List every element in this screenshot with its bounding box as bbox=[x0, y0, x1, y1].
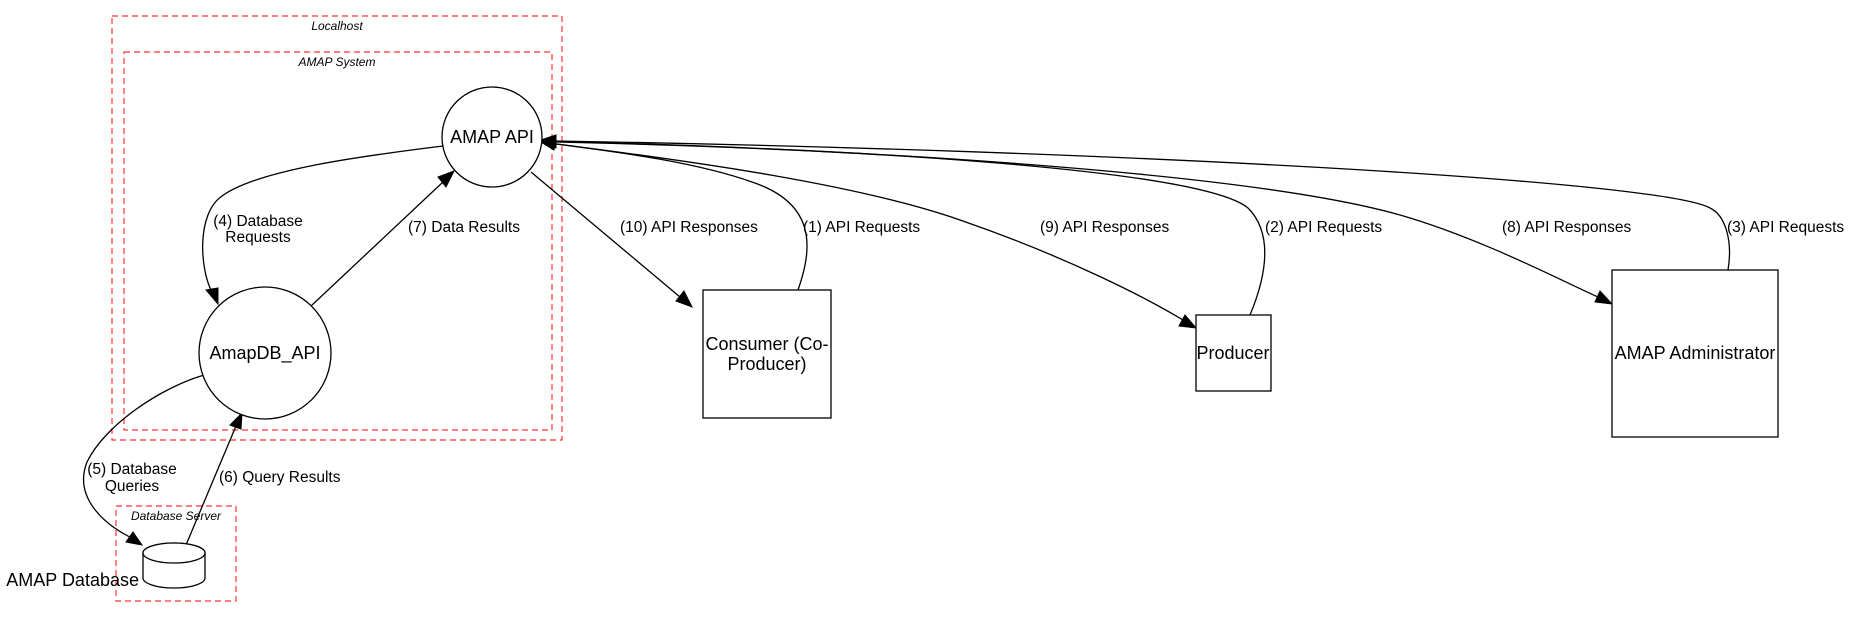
database-cylinder-icon bbox=[142, 542, 206, 589]
node-amap-api-label: AMAP API bbox=[450, 127, 534, 147]
boundary-amap-system-label: AMAP System bbox=[298, 55, 376, 69]
edge-6-arrowhead bbox=[229, 411, 243, 430]
edge-8-arrowhead bbox=[1594, 290, 1614, 305]
node-amapdb-api-label: AmapDB_API bbox=[209, 343, 320, 364]
edge-8-path bbox=[540, 140, 1599, 298]
boundary-database-server-label: Database Server bbox=[131, 509, 222, 523]
node-amap-administrator: AMAP Administrator bbox=[1611, 269, 1779, 438]
edge-3-label: (3) API Requests bbox=[1727, 219, 1844, 236]
edge-7-arrowhead bbox=[437, 170, 456, 188]
node-consumer-label-line1: Consumer (Co- bbox=[705, 334, 828, 354]
node-amap-api: AMAP API bbox=[441, 86, 543, 188]
node-amapdb-api: AmapDB_API bbox=[198, 286, 332, 420]
node-amap-database: AMAP Database bbox=[6, 542, 206, 590]
edge-1-path bbox=[555, 143, 808, 291]
edge-1-label: (1) API Requests bbox=[803, 219, 920, 236]
edge-9-arrowhead bbox=[1178, 314, 1198, 329]
node-producer-label: Producer bbox=[1196, 343, 1269, 363]
edge-3-path bbox=[555, 140, 1731, 271]
edge-7-label: (7) Data Results bbox=[408, 219, 520, 236]
node-amap-administrator-label: AMAP Administrator bbox=[1615, 343, 1776, 363]
edge-3-arrowhead bbox=[539, 134, 557, 148]
edge-9-path bbox=[540, 141, 1184, 321]
node-consumer: Consumer (Co- Producer) bbox=[702, 289, 832, 419]
edge-5-path bbox=[83, 374, 205, 539]
edge-10-arrowhead bbox=[675, 290, 694, 308]
edge-6-path bbox=[185, 425, 237, 546]
edge-4-label-line2: Requests bbox=[225, 229, 291, 246]
edge-4-arrowhead bbox=[205, 287, 219, 306]
edge-8-label: (8) API Responses bbox=[1502, 219, 1631, 236]
edge-6-label: (6) Query Results bbox=[219, 469, 341, 486]
edge-7-path bbox=[310, 181, 444, 307]
edge-10-path bbox=[530, 171, 681, 298]
edge-4-label-line1: (4) Database bbox=[213, 213, 303, 230]
edge-5-arrowhead bbox=[125, 531, 144, 546]
boundary-localhost: Localhost bbox=[111, 15, 563, 441]
edge-4-path bbox=[202, 145, 444, 293]
edge-10-label: (10) API Responses bbox=[620, 219, 758, 236]
edge-9-label: (9) API Responses bbox=[1040, 219, 1169, 236]
edge-5-label-line1: (5) Database bbox=[87, 461, 177, 478]
node-amap-database-label: AMAP Database bbox=[6, 570, 139, 590]
node-producer: Producer bbox=[1195, 314, 1272, 392]
boundary-amap-system: AMAP System bbox=[123, 51, 553, 431]
edge-5-label-line2: Queries bbox=[105, 478, 160, 495]
edge-2-label: (2) API Requests bbox=[1265, 219, 1382, 236]
node-consumer-label-line2: Producer) bbox=[727, 354, 806, 374]
boundary-localhost-label: Localhost bbox=[311, 19, 363, 33]
